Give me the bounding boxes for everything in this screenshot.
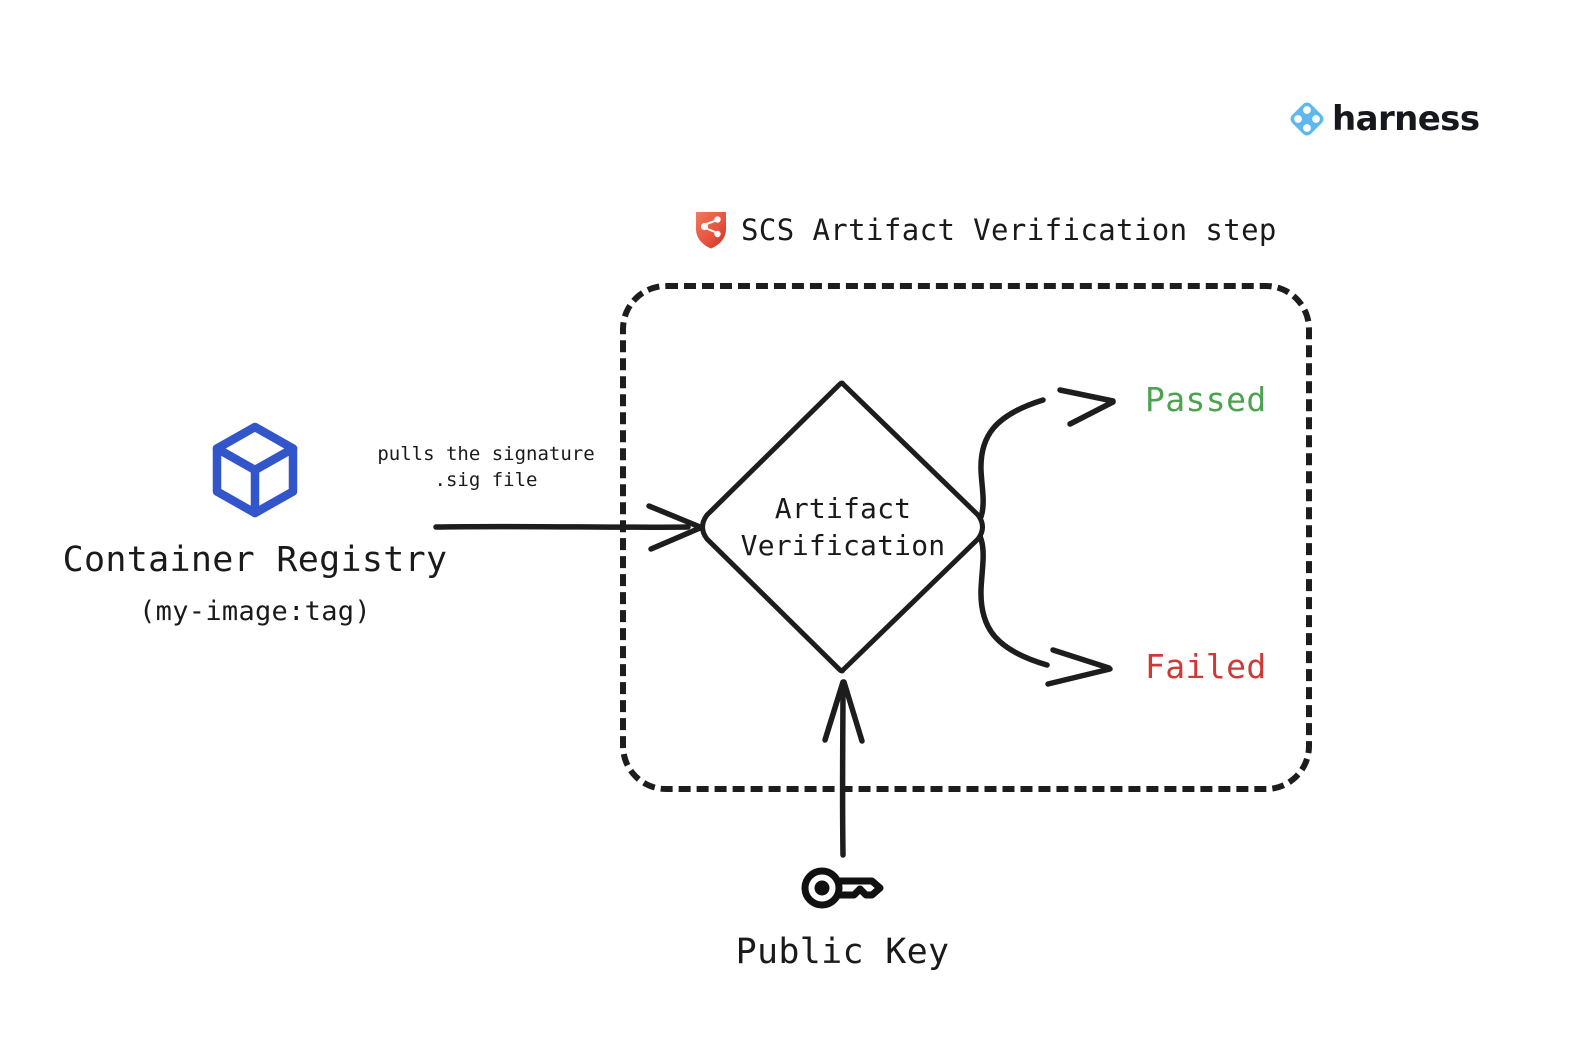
pull-caption-line-2: .sig file — [434, 469, 538, 491]
step-title-text: SCS Artifact Verification step — [741, 213, 1277, 247]
public-key-node: Public Key — [640, 862, 1045, 972]
step-title-group: SCS Artifact Verification step — [694, 210, 1277, 250]
shield-supply-chain-icon — [696, 212, 726, 249]
registry-sublabel: (my-image:tag) — [139, 596, 371, 627]
verification-label-line-2: Verification — [740, 529, 946, 562]
outcome-passed: Passed — [1145, 380, 1267, 419]
outcome-failed: Failed — [1145, 647, 1267, 686]
harness-logo: harness — [1288, 99, 1480, 139]
harness-diamond-logo-icon — [1290, 102, 1324, 136]
scs-step-boundary — [620, 283, 1312, 792]
public-key-label: Public Key — [735, 932, 950, 972]
key-icon — [801, 867, 883, 909]
harness-wordmark: harness — [1332, 99, 1480, 139]
container-registry-node: Container Registry (my-image:tag) — [40, 420, 470, 627]
cube-box-icon — [212, 422, 298, 518]
registry-label: Container Registry — [62, 540, 448, 580]
pull-caption-line-1: pulls the signature — [377, 443, 595, 465]
verification-label-line-1: Artifact — [774, 492, 912, 525]
verification-label-group: Artifact Verification — [700, 383, 986, 671]
pull-signature-caption: pulls the signature .sig file — [372, 441, 600, 493]
artifact-verification-node: Artifact Verification — [700, 383, 986, 671]
